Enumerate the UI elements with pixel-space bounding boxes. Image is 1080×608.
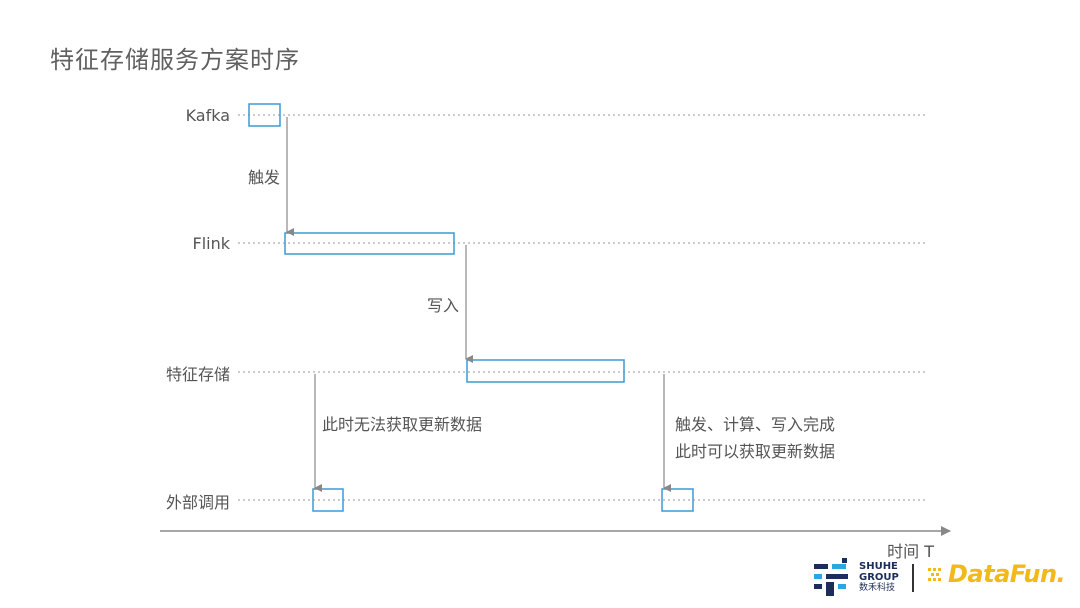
shuhe-logo-text: SHUHE GROUP 数禾科技 — [859, 561, 899, 593]
shuhe-logo-icon — [814, 558, 848, 596]
note-trigger: 触发 — [248, 168, 280, 187]
lane-label-external-call: 外部调用 — [166, 493, 230, 512]
note-write: 写入 — [427, 296, 459, 315]
flink-activity-box — [284, 232, 455, 255]
lane-label-flink: Flink — [193, 234, 231, 253]
time-axis-label: 时间 T — [887, 542, 934, 561]
external-call-box-late — [661, 488, 694, 512]
note-no-latest: 此时无法获取更新数据 — [322, 415, 482, 434]
datafun-dots-icon — [928, 568, 941, 581]
note-done-line2: 此时可以获取更新数据 — [675, 442, 835, 461]
datafun-logo-text: DataFun. — [948, 560, 1066, 588]
footer-logos: SHUHE GROUP 数禾科技 DataFun. — [812, 556, 1066, 600]
lane-label-feature-store: 特征存储 — [166, 365, 230, 384]
external-call-box-early — [312, 488, 344, 512]
lane-label-kafka: Kafka — [186, 106, 230, 125]
kafka-activity-box — [248, 103, 281, 127]
page-title: 特征存储服务方案时序 — [50, 46, 300, 74]
note-done-line1: 触发、计算、写入完成 — [675, 415, 835, 434]
logo-divider — [912, 564, 914, 592]
feature-store-activity-box — [466, 359, 625, 383]
